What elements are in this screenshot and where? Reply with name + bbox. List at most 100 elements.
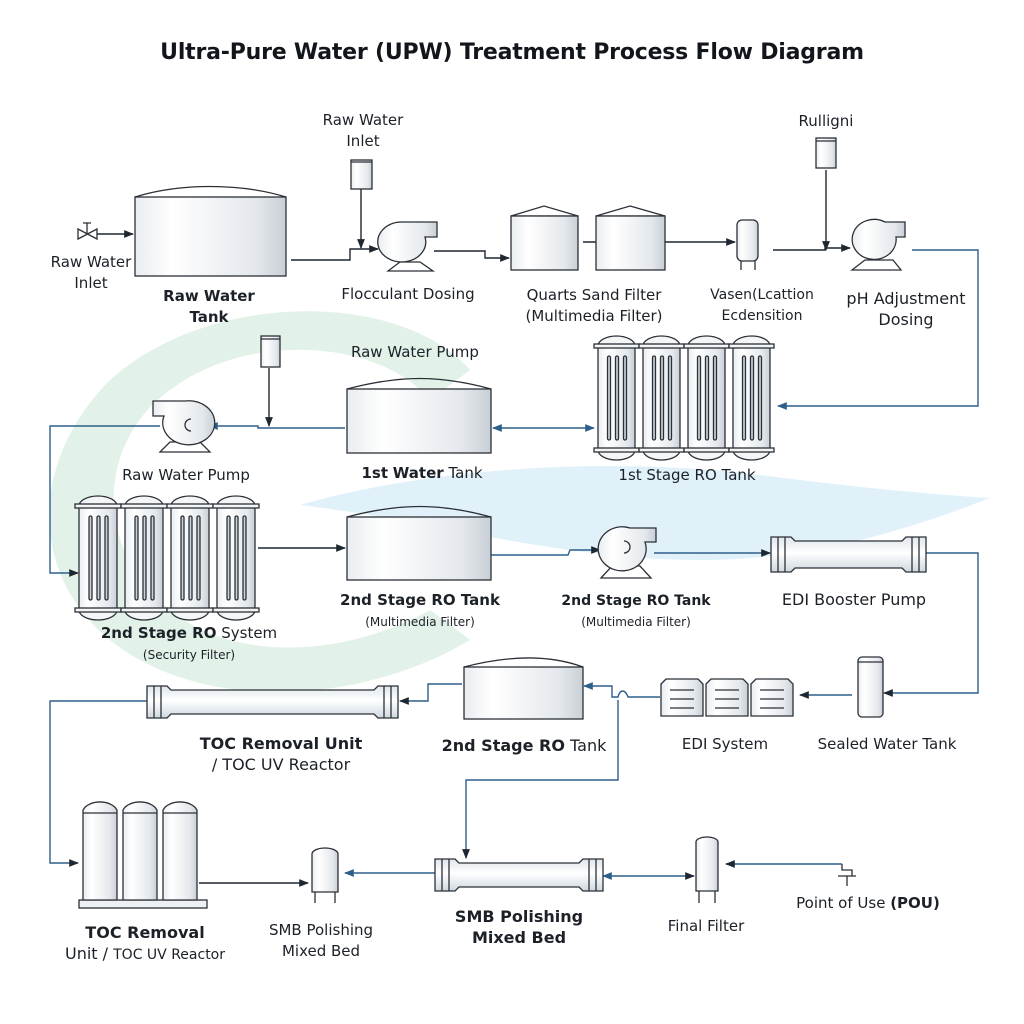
label-line: Inlet [74,274,108,292]
label-line: (Multimedia Filter) [365,615,475,629]
label-point-of-use: Point of Use (POU) [796,893,940,914]
label-line: TOC Removal [85,923,205,942]
ro-membrane-slot [696,355,702,441]
flocculant-dosing-pump[interactable] [377,221,438,272]
label-first-stage-ro-tank: 1st Stage RO Tank [618,466,756,484]
ro-membrane-slot [606,355,612,441]
edi-module [660,678,704,717]
ro-membrane-slot [651,355,657,441]
toc-removal-unit-uv-reactor[interactable] [146,685,399,719]
label-second-stage-ro-tank-b: 2nd Stage RO Tank [442,735,607,756]
second-stage-ro-tank-b[interactable] [463,657,584,720]
label-rulligni: Rulligni [798,112,854,130]
ro-vessel-flange [166,503,214,509]
ro-membrane-slot [226,515,231,601]
ro-vessel-flange [683,343,730,349]
smb-polishing-mixed-bed[interactable] [434,858,604,892]
label-line: System [221,624,278,642]
second-stage-ro-system[interactable] [74,495,260,621]
label-line: Mixed Bed [281,942,361,960]
ro-vessel-flange [120,503,168,509]
ro-membrane-slot [749,355,755,441]
ro-membrane-slot [614,355,620,441]
quartz-sand-filter-2[interactable] [595,205,666,271]
label-line: Tank [448,464,483,482]
ro-membrane-slot [180,515,185,601]
raw-water-pump-dosing-tank[interactable] [260,335,281,368]
label-raw-water-pump: Raw Water Pump [122,466,250,484]
label-smb-polishing-small: SMB Polishing Mixed Bed [269,920,373,962]
sealed-water-tank[interactable] [857,656,884,718]
label-raw-water-inlet-top: Raw Water Inlet [323,110,404,152]
ro-membrane-slot [741,355,747,441]
pipes [49,170,979,887]
ro-vessel-flange [74,607,122,613]
ro-membrane-slot [704,355,710,441]
label-line: 2nd Stage RO [441,736,565,755]
inlet-valve-icon[interactable] [77,222,98,241]
first-water-tank[interactable] [346,377,492,454]
ro-membrane-slot [659,355,665,441]
raw-water-tank[interactable] [134,185,287,277]
ro-membrane-slot [96,515,101,601]
label-quartz-sand-filter: Quarts Sand Filter (Multimedia Filter) [525,285,662,327]
label-line: 2nd Stage RO Tank [561,593,711,609]
second-stage-ro-tank-a[interactable] [346,505,492,581]
ro-vessel-flange [212,607,260,613]
raw-water-pump[interactable] [152,400,216,453]
label-line: Point of Use [796,894,891,912]
label-raw-water-tank: Raw Water Tank [163,286,255,328]
label-line: Raw Water [322,111,404,129]
first-stage-ro-tank[interactable] [593,335,775,461]
ro-membrane-slot [142,515,147,601]
ro-vessel-flange [683,447,730,453]
label-line: Inlet [346,132,380,150]
label-line: SMB Polishing [268,921,374,939]
ro-vessel-flange [74,503,122,509]
label-line: / TOC UV Reactor [211,755,351,774]
flocculant-dosing-tank[interactable] [350,159,373,190]
final-filter[interactable] [695,836,719,903]
ro-vessel-flange [120,607,168,613]
label-line: (Multimedia Filter) [525,307,663,325]
ro-membrane-slot [88,515,93,601]
toc-removal-columns[interactable] [78,801,208,909]
ro-vessel-flange [593,447,640,453]
ro-vessel-flange [728,447,775,453]
rulligni-dosing-tank[interactable] [815,137,837,169]
label-raw-water-inlet-left: Raw Water Inlet [51,252,132,294]
ro-membrane-slot [150,515,155,601]
label-smb-polishing-main: SMB Polishing Mixed Bed [455,906,583,948]
ro-membrane-slot [667,355,673,441]
ro-vessel-flange [166,607,214,613]
edi-booster-pump[interactable] [770,536,927,573]
label-line: (Security Filter) [142,648,236,662]
edi-system[interactable] [660,678,794,717]
label-second-stage-ro-tank-a: 2nd Stage RO Tank (Multimedia Filter) [340,590,500,633]
ro-membrane-slot [757,355,763,441]
label-line: Vasen(Lcattion [710,287,814,303]
label-line: 1st [361,464,389,482]
ro-vessel-flange [638,343,685,349]
label-final-filter: Final Filter [667,917,745,935]
tube-end-bands [441,859,597,891]
label-raw-water-pump-dosing: Raw Water Pump [351,343,479,361]
point-of-use-tap-icon[interactable] [838,864,856,886]
quartz-sand-filter-1[interactable] [510,205,579,271]
ro-membrane-slot [188,515,193,601]
ro-vessel-flange [728,343,775,349]
label-line: TOC Removal Unit [199,734,363,753]
tube-end-bands [153,686,392,718]
label-line: Tank [189,308,229,326]
second-stage-ro-pump[interactable] [597,526,657,579]
vasen-lcattion-vessel[interactable] [736,219,759,270]
ro-membrane-slot [234,515,239,601]
label-second-stage-ro-system: 2nd Stage RO System (Security Filter) [101,623,277,666]
ro-membrane-slot [622,355,628,441]
tube-body [434,858,604,892]
label-line: Raw Water [50,253,132,271]
ph-adjustment-pump[interactable] [850,218,906,271]
tube-end-bands [777,537,920,572]
ro-membrane-slot [242,515,247,601]
smb-polishing-vessel[interactable] [311,847,339,903]
